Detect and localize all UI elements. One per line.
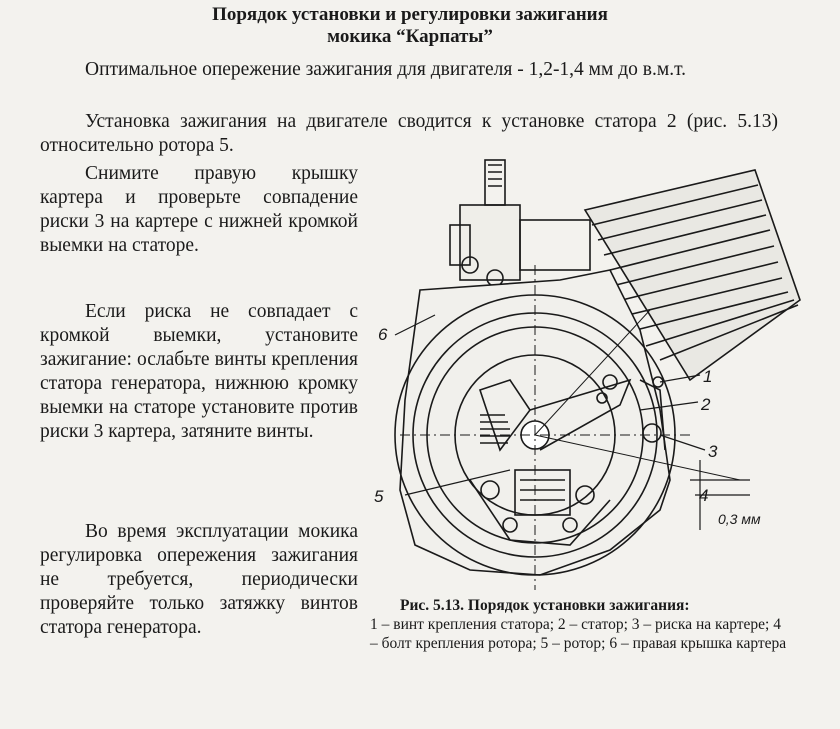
cylinder-fins [583,169,801,382]
paragraph-stator-setup: Установка зажигания на двигателе сводитс… [40,111,778,156]
engine-ignition-figure: 6 1 2 3 4 5 0,3 мм [360,150,830,590]
engine-drawing: 6 1 2 3 4 5 0,3 мм [374,159,801,590]
label-3: 3 [708,442,718,461]
title-line-2: мокика “Карпаты” [327,26,493,47]
leader-lines [394,314,750,530]
label-4: 4 [699,486,708,505]
center-lines [400,265,741,590]
title-line-1: Порядок установки и регулировки зажигани… [212,4,608,25]
label-5: 5 [374,487,384,506]
label-1: 1 [703,367,712,386]
carburetor [449,159,591,287]
document-title: Порядок установки и регулировки зажигани… [0,4,840,48]
caption-text: 1 – винт крепления статора; 2 – статор; … [370,616,787,652]
paragraph-maintenance: Во время эксплуатации мокика регулировка… [40,521,358,638]
caption-title: Рис. 5.13. Порядок установки зажигания: [400,597,690,614]
label-2: 2 [700,395,711,414]
label-gap: 0,3 мм [718,511,761,527]
paragraph-adjust-ignition: Если риска не совпадает с кромкой выемки… [40,301,358,442]
figure-caption: Рис. 5.13. Порядок установки зажигания: … [370,596,790,653]
label-6: 6 [378,325,388,344]
paragraph-ignition-advance: Оптимальное опережение зажигания для дви… [85,59,687,80]
paragraph-remove-cover: Снимите правую крышку картера и проверьт… [40,163,358,256]
